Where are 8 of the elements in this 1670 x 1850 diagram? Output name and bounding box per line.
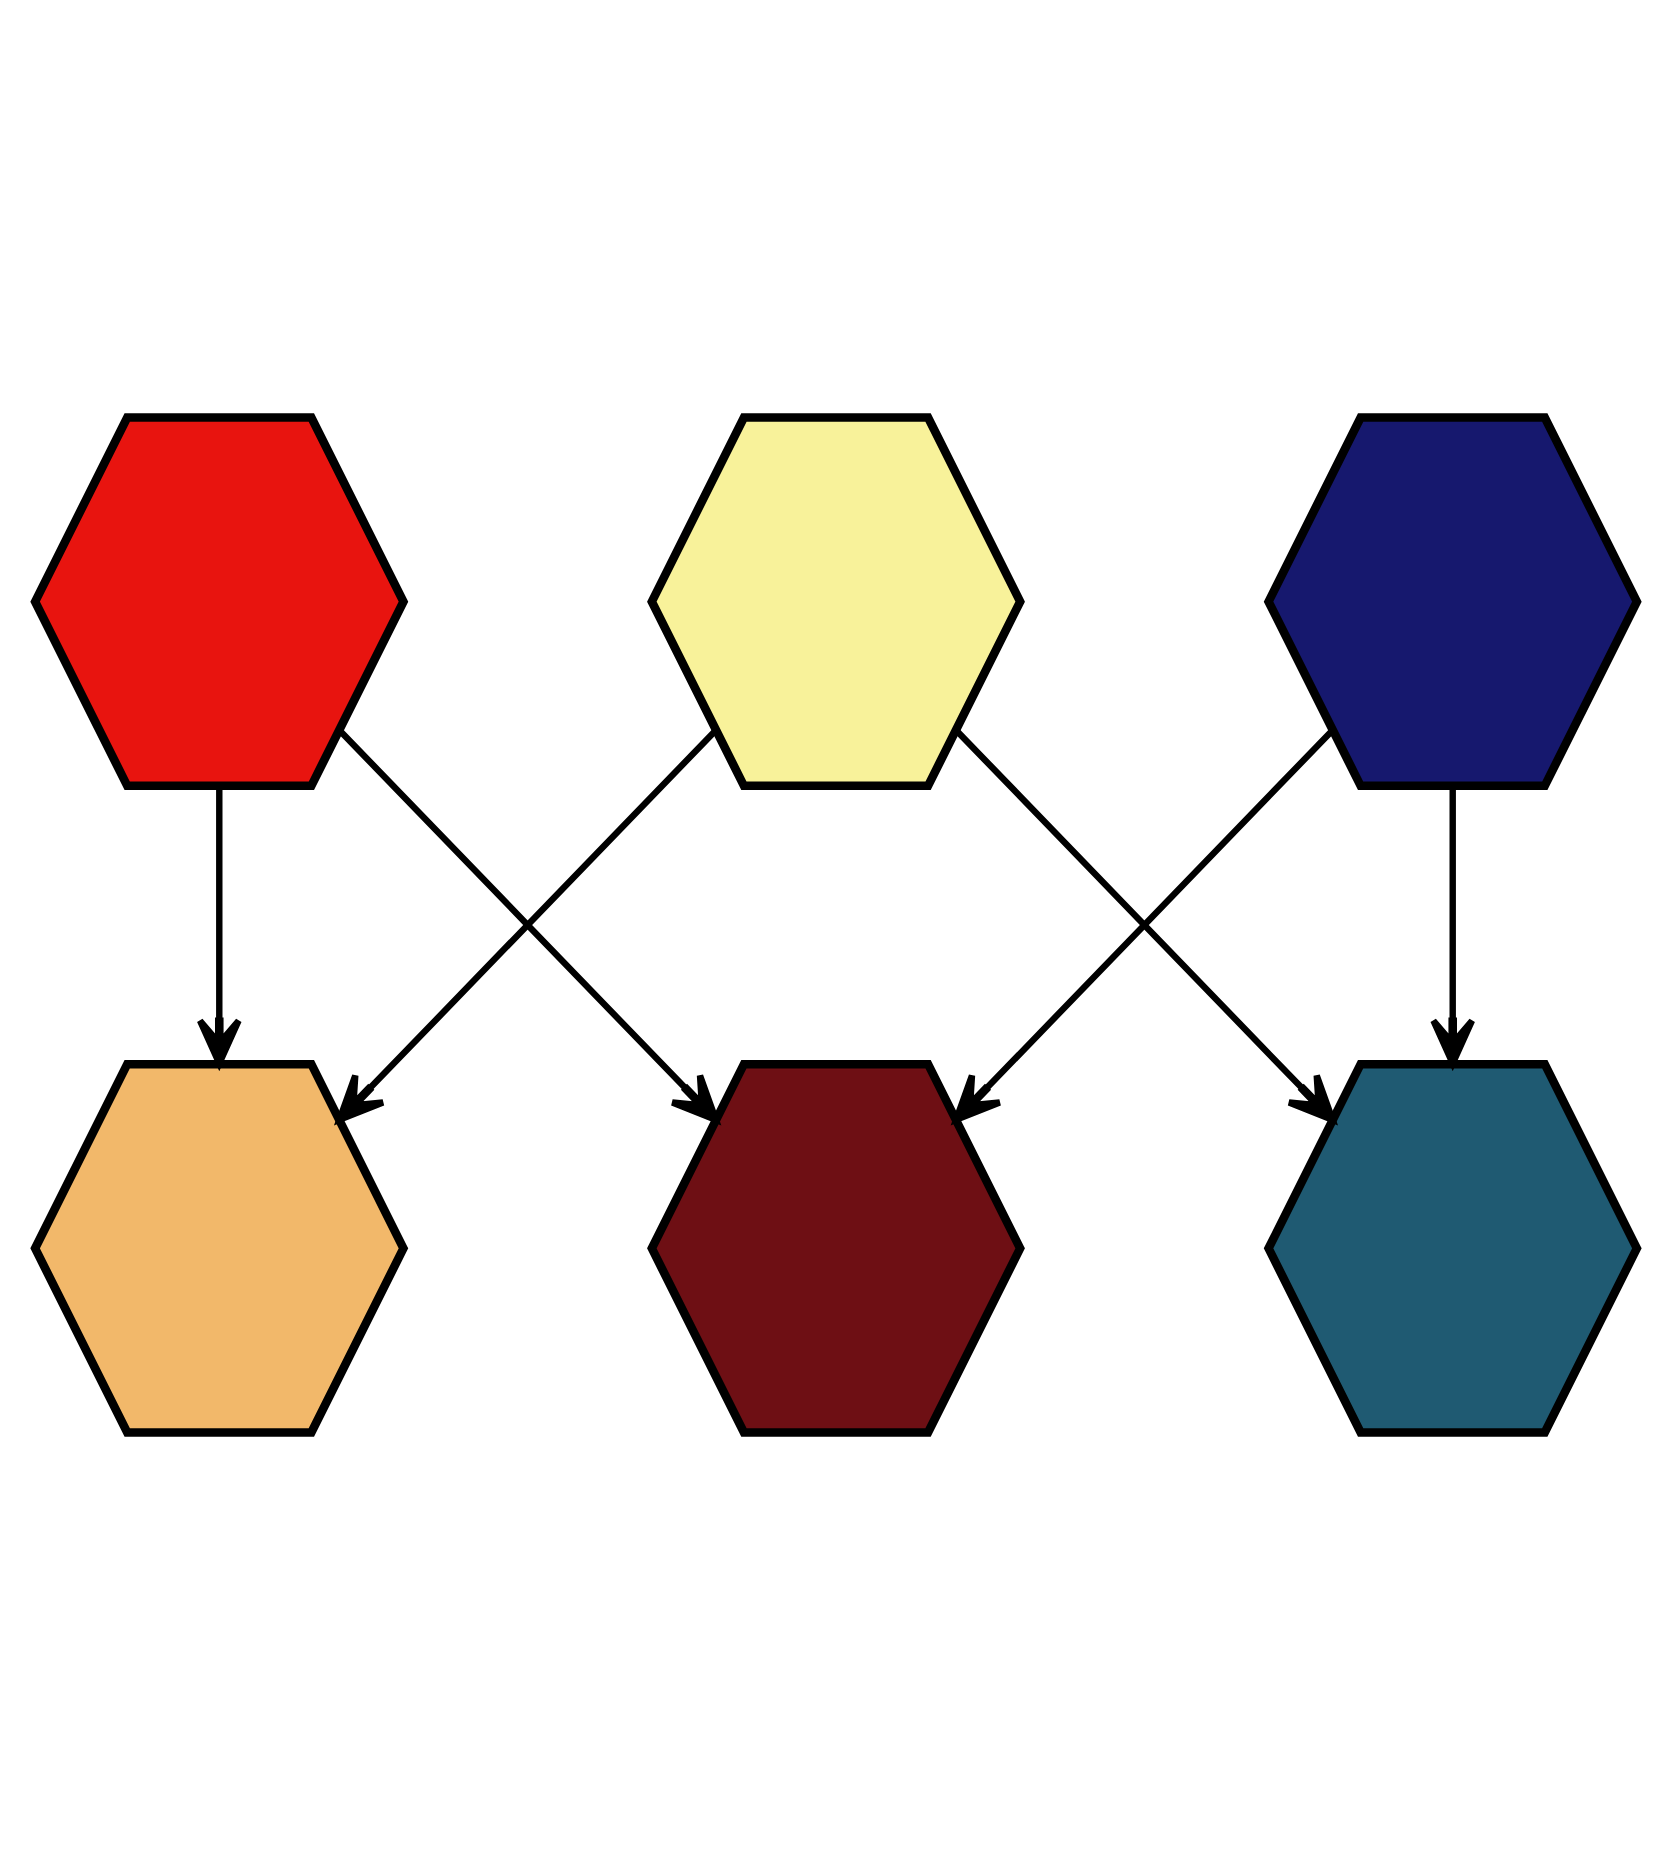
node-hexagon bbox=[29, 413, 408, 791]
node-hexagon bbox=[646, 1059, 1024, 1437]
node-hexagon bbox=[29, 1059, 408, 1437]
arrow bbox=[195, 787, 241, 1067]
node-hexagon bbox=[646, 413, 1024, 791]
node-hexagon bbox=[1262, 1059, 1641, 1437]
arrow bbox=[1429, 787, 1475, 1067]
node-hexagon bbox=[1262, 413, 1641, 791]
